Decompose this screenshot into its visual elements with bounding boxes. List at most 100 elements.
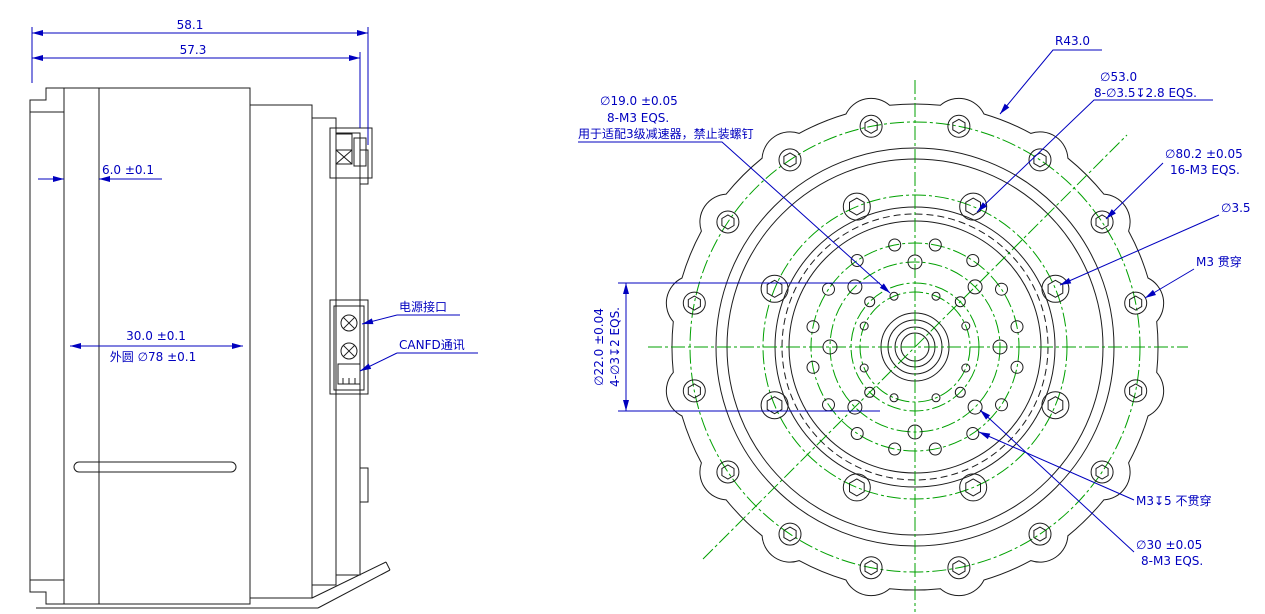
side-tab-bottom [359, 467, 369, 503]
leader-r43 [999, 49, 1102, 115]
hex-socket [1033, 152, 1047, 168]
power-terminal [340, 342, 358, 360]
m3-blind-hole [928, 442, 942, 456]
top-connector-cell [353, 137, 367, 167]
m3-blind-hole [928, 238, 942, 252]
hex-socket [965, 197, 981, 216]
outer-bolt-hole [682, 291, 706, 315]
leader-canfd [359, 352, 398, 372]
m3-blind-hole [806, 360, 820, 374]
outer-bolt-hole [859, 556, 883, 580]
hex-socket [1047, 396, 1064, 415]
inner-bcd-note: 8-M3 EQS. [607, 111, 669, 125]
inner-bcd-hole [889, 291, 899, 301]
counterbore-hole [1041, 274, 1070, 303]
hex-socket [783, 152, 797, 168]
hex-socket [864, 560, 878, 576]
outer-bolt-hole [682, 379, 706, 403]
inner-bcd-hole [859, 363, 869, 373]
terminal-cross [342, 344, 356, 358]
hex-socket [721, 464, 735, 480]
connector-block-inner [333, 305, 365, 391]
counterbore-hole [1041, 391, 1070, 420]
outer-bolt-hole [716, 460, 740, 484]
hex-socket [766, 279, 783, 298]
mid-bcd: ∅30 ±0.05 [1136, 538, 1202, 552]
dim-flange-thickness: 6.0 ±0.1 [102, 163, 154, 177]
m3-blind-hole [806, 320, 820, 334]
hex-socket [1129, 383, 1143, 399]
connector-block [329, 299, 369, 395]
hex-socket [952, 118, 966, 134]
center-bcd-hole [864, 386, 876, 398]
m3-blind-hole [995, 398, 1008, 412]
terminal-cross [342, 316, 356, 330]
mid-bcd-hole [907, 424, 923, 440]
counterbore-hole [842, 473, 871, 502]
top-connector-cell [335, 133, 353, 151]
inner-bcd-hole [859, 321, 869, 331]
centerline-diagonal [702, 134, 1128, 560]
outer-bcd-note: 16-M3 EQS. [1170, 163, 1240, 177]
dim-total-length: 58.1 [177, 18, 204, 32]
front-view [648, 80, 1188, 612]
side-view-dim-texts: 58.1 57.3 6.0 ±0.1 30.0 ±0.1 外圆 ∅78 ±0.1… [102, 18, 465, 364]
side-view-dim-lines [31, 27, 478, 372]
inner-bcd-hole [961, 321, 971, 331]
top-connector-housing [329, 127, 373, 179]
leader-m3-through [1144, 268, 1195, 299]
leader-counterbore [976, 99, 1213, 213]
front-view-annotations: R43.0 ∅53.0 8-∅3.5↧2.8 EQS. ∅19.0 ±0.05 … [578, 34, 1251, 568]
outer-bolt-hole [1090, 210, 1114, 234]
hex-socket [721, 214, 735, 230]
m3-blind-hole [888, 442, 902, 456]
leader-mid-bcd [979, 409, 1135, 553]
power-terminal [340, 314, 358, 332]
counterbore-hole [959, 473, 988, 502]
mid-bcd-hole [967, 399, 983, 415]
outer-bolt-hole [1028, 148, 1052, 172]
flange-plate [29, 87, 65, 605]
outer-bolt-hole [716, 210, 740, 234]
hex-socket [952, 560, 966, 576]
m3-blind-hole [850, 427, 864, 440]
label-canfd: CANFD通讯 [399, 338, 465, 352]
counterbore-hole [760, 274, 789, 303]
hatch-line [335, 149, 353, 165]
mid-bcd-hole [847, 399, 863, 415]
mid-bcd-hole [967, 279, 983, 295]
m3-blind-hole [1010, 360, 1024, 374]
outer-bolt-hole [859, 114, 883, 138]
hex-socket [864, 118, 878, 134]
scalloped-flange-outline [665, 97, 1165, 597]
chamfer-edge [385, 561, 391, 571]
inner-bcd: ∅19.0 ±0.05 [600, 94, 678, 108]
hex-socket [1095, 464, 1109, 480]
m3-blind-hole [966, 254, 980, 267]
outer-bolt-hole [1090, 460, 1114, 484]
mid-bcd-hole [847, 279, 863, 295]
leader-m3-blind [978, 431, 1135, 501]
dim-body-depth: 30.0 ±0.1 [126, 329, 186, 343]
inner-bcd-hole [889, 393, 899, 403]
hex-socket [849, 478, 865, 497]
inner-bcd-warning: 用于适配3级减速器，禁止装螺钉 [578, 127, 754, 141]
outer-bolt-hole [947, 556, 971, 580]
leader-hole-dia [1059, 214, 1220, 286]
leader-outer-bcd [1105, 162, 1164, 220]
m3-through: M3 贯穿 [1196, 254, 1242, 269]
inner-bcd-hole [961, 363, 971, 373]
m3-blind: M3↧5 不贯穿 [1136, 493, 1212, 508]
counterbore-note: 8-∅3.5↧2.8 EQS. [1094, 86, 1197, 100]
motor-body [63, 87, 251, 605]
outer-bolt-hole [1124, 379, 1148, 403]
body-step-2 [312, 117, 337, 586]
hex-socket [783, 526, 797, 542]
hex-socket [766, 396, 783, 415]
leader-power [361, 314, 398, 325]
chamfer-line [311, 561, 387, 599]
m3-blind-hole [995, 282, 1008, 296]
hole-dia: ∅3.5 [1221, 201, 1251, 215]
mid-bcd-hole [907, 254, 923, 270]
